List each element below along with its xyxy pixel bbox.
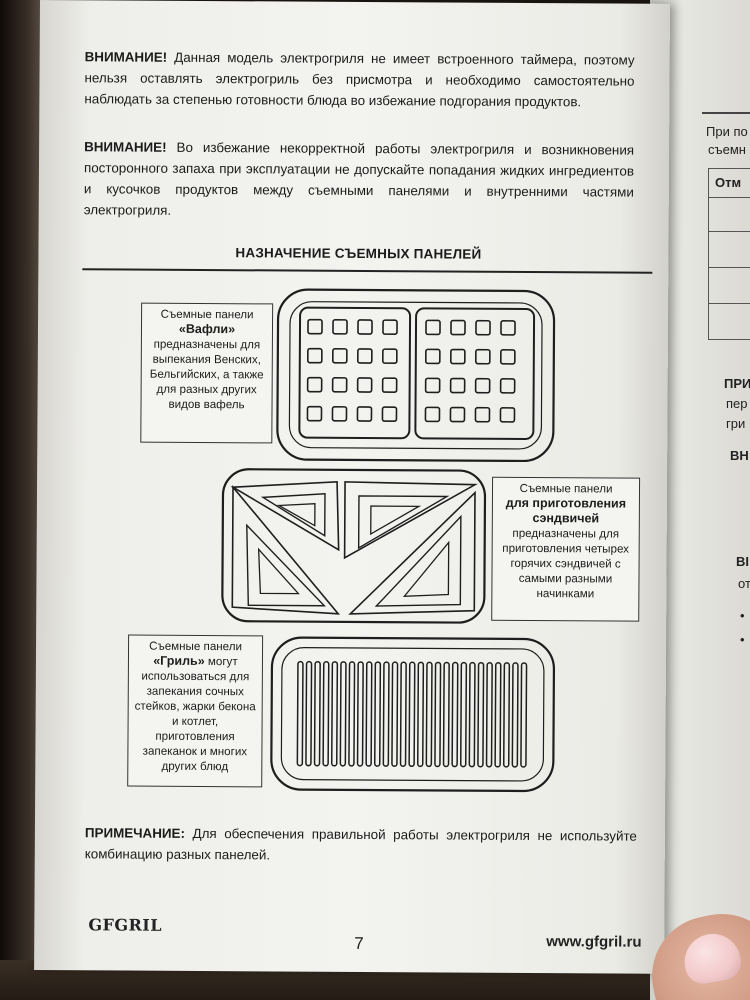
waffle-cell <box>424 377 441 394</box>
grill-rib <box>296 660 304 767</box>
grill-rib <box>399 661 407 767</box>
caption-line: Съемные панели <box>149 639 243 654</box>
sandwich-panel-caption: Съемные панели для приготовления сэндвич… <box>491 476 641 622</box>
adjacent-page-rule <box>702 112 750 114</box>
caption-description: предназначены для приготовления четырех … <box>502 526 630 601</box>
waffle-panel-caption: Съемные панели «Вафли» предназначены для… <box>140 302 274 444</box>
waffle-cell <box>499 407 516 423</box>
grill-rib <box>434 661 442 768</box>
adjacent-bullet: • <box>740 632 745 647</box>
grill-rib <box>459 661 468 768</box>
grill-rib <box>382 661 390 767</box>
adjacent-text: ВІ <box>736 554 749 569</box>
waffle-cell <box>475 319 491 336</box>
waffle-cell <box>382 348 398 364</box>
grill-rib <box>511 662 519 768</box>
adjacent-table-header: Отм <box>715 175 742 190</box>
website-link[interactable]: www.gfgril.ru <box>546 933 642 951</box>
grill-rib <box>322 661 330 767</box>
waffle-cell <box>474 406 491 423</box>
caption-name: «Вафли» <box>178 321 236 337</box>
grill-rib <box>339 661 347 767</box>
waffle-cell <box>474 377 491 394</box>
brand-logo: GFGRIL <box>88 915 163 935</box>
grill-rib <box>442 661 450 768</box>
adjacent-table: Отм <box>708 168 750 340</box>
waffle-cell <box>382 319 398 335</box>
caption-description: использоваться для запекания сочных стей… <box>134 669 256 774</box>
caption-name: «Гриль» <box>153 653 205 669</box>
note-label: ПРИМЕЧАНИЕ: <box>84 825 185 841</box>
grill-rib <box>305 660 313 767</box>
grill-rib <box>391 661 399 767</box>
waffle-cell <box>499 349 516 365</box>
adjacent-bullet: • <box>740 608 745 623</box>
waffle-cell <box>357 319 373 335</box>
grill-rib <box>330 661 339 767</box>
waffle-cell <box>381 406 398 422</box>
grill-panel-caption: Съемные панели «Гриль» могут использоват… <box>127 634 264 788</box>
grill-rib <box>416 661 425 768</box>
waffle-cell <box>331 406 348 422</box>
waffle-cell <box>306 405 323 422</box>
waffle-cell <box>424 406 441 423</box>
grill-rib <box>502 662 511 768</box>
waffle-cell <box>332 348 348 364</box>
waffle-cell <box>381 377 398 393</box>
caption-line: Съемные панели <box>160 307 254 322</box>
waffle-cell <box>357 348 373 364</box>
grill-rib <box>485 662 493 768</box>
adjacent-text: При по <box>706 124 748 139</box>
waffle-cell <box>425 319 441 336</box>
caption-name-suffix: могут <box>204 655 238 669</box>
manual-page: ВНИМАНИЕ! Данная модель электрогриля не … <box>34 0 670 974</box>
adjacent-text: съемн <box>708 142 746 157</box>
grill-rib <box>365 661 373 767</box>
grill-panel-drawing <box>270 636 556 793</box>
grill-rib <box>468 661 476 768</box>
waffle-cell <box>474 348 491 365</box>
waffle-cell <box>449 377 466 394</box>
page-number: 7 <box>354 933 364 953</box>
caption-name: для приготовления сэндвичей <box>505 495 627 526</box>
sandwich-panel-drawing <box>221 468 487 624</box>
waffle-cell <box>424 348 441 365</box>
waffle-cell <box>356 406 373 422</box>
waffle-cell <box>307 318 323 335</box>
waffle-cell <box>450 319 466 336</box>
waffle-cell <box>332 319 348 335</box>
waffle-cell <box>449 406 466 423</box>
waffle-cell <box>331 377 348 393</box>
waffle-cell <box>500 320 516 336</box>
panels-illustration <box>221 288 556 793</box>
waffle-cell <box>449 348 466 365</box>
caption-description: предназначены для выпекания Венских, Бел… <box>149 337 264 412</box>
caption-line: Съемные панели <box>519 481 613 496</box>
adjacent-text: гри <box>726 416 746 431</box>
adjacent-text: от <box>738 576 750 591</box>
note-paragraph: ПРИМЕЧАНИЕ: Для обеспечения правильной р… <box>85 822 637 867</box>
grill-rib <box>356 661 364 767</box>
adjacent-text: ПРИ <box>724 376 750 391</box>
waffle-cell <box>356 377 373 393</box>
waffle-cell <box>499 378 516 394</box>
grill-rib <box>408 661 416 768</box>
grill-rib <box>425 661 433 768</box>
adjacent-text: ВН <box>730 448 749 463</box>
waffle-panel-drawing <box>276 288 556 463</box>
grill-rib <box>313 660 321 767</box>
grill-rib <box>451 661 459 768</box>
waffle-cell <box>307 347 323 364</box>
grill-rib <box>373 661 382 767</box>
adjacent-text: пер <box>726 396 748 411</box>
grill-rib <box>494 662 502 768</box>
grill-rib <box>520 662 528 768</box>
grill-rib <box>477 661 485 768</box>
waffle-cell <box>306 376 323 393</box>
grill-rib <box>348 661 356 767</box>
